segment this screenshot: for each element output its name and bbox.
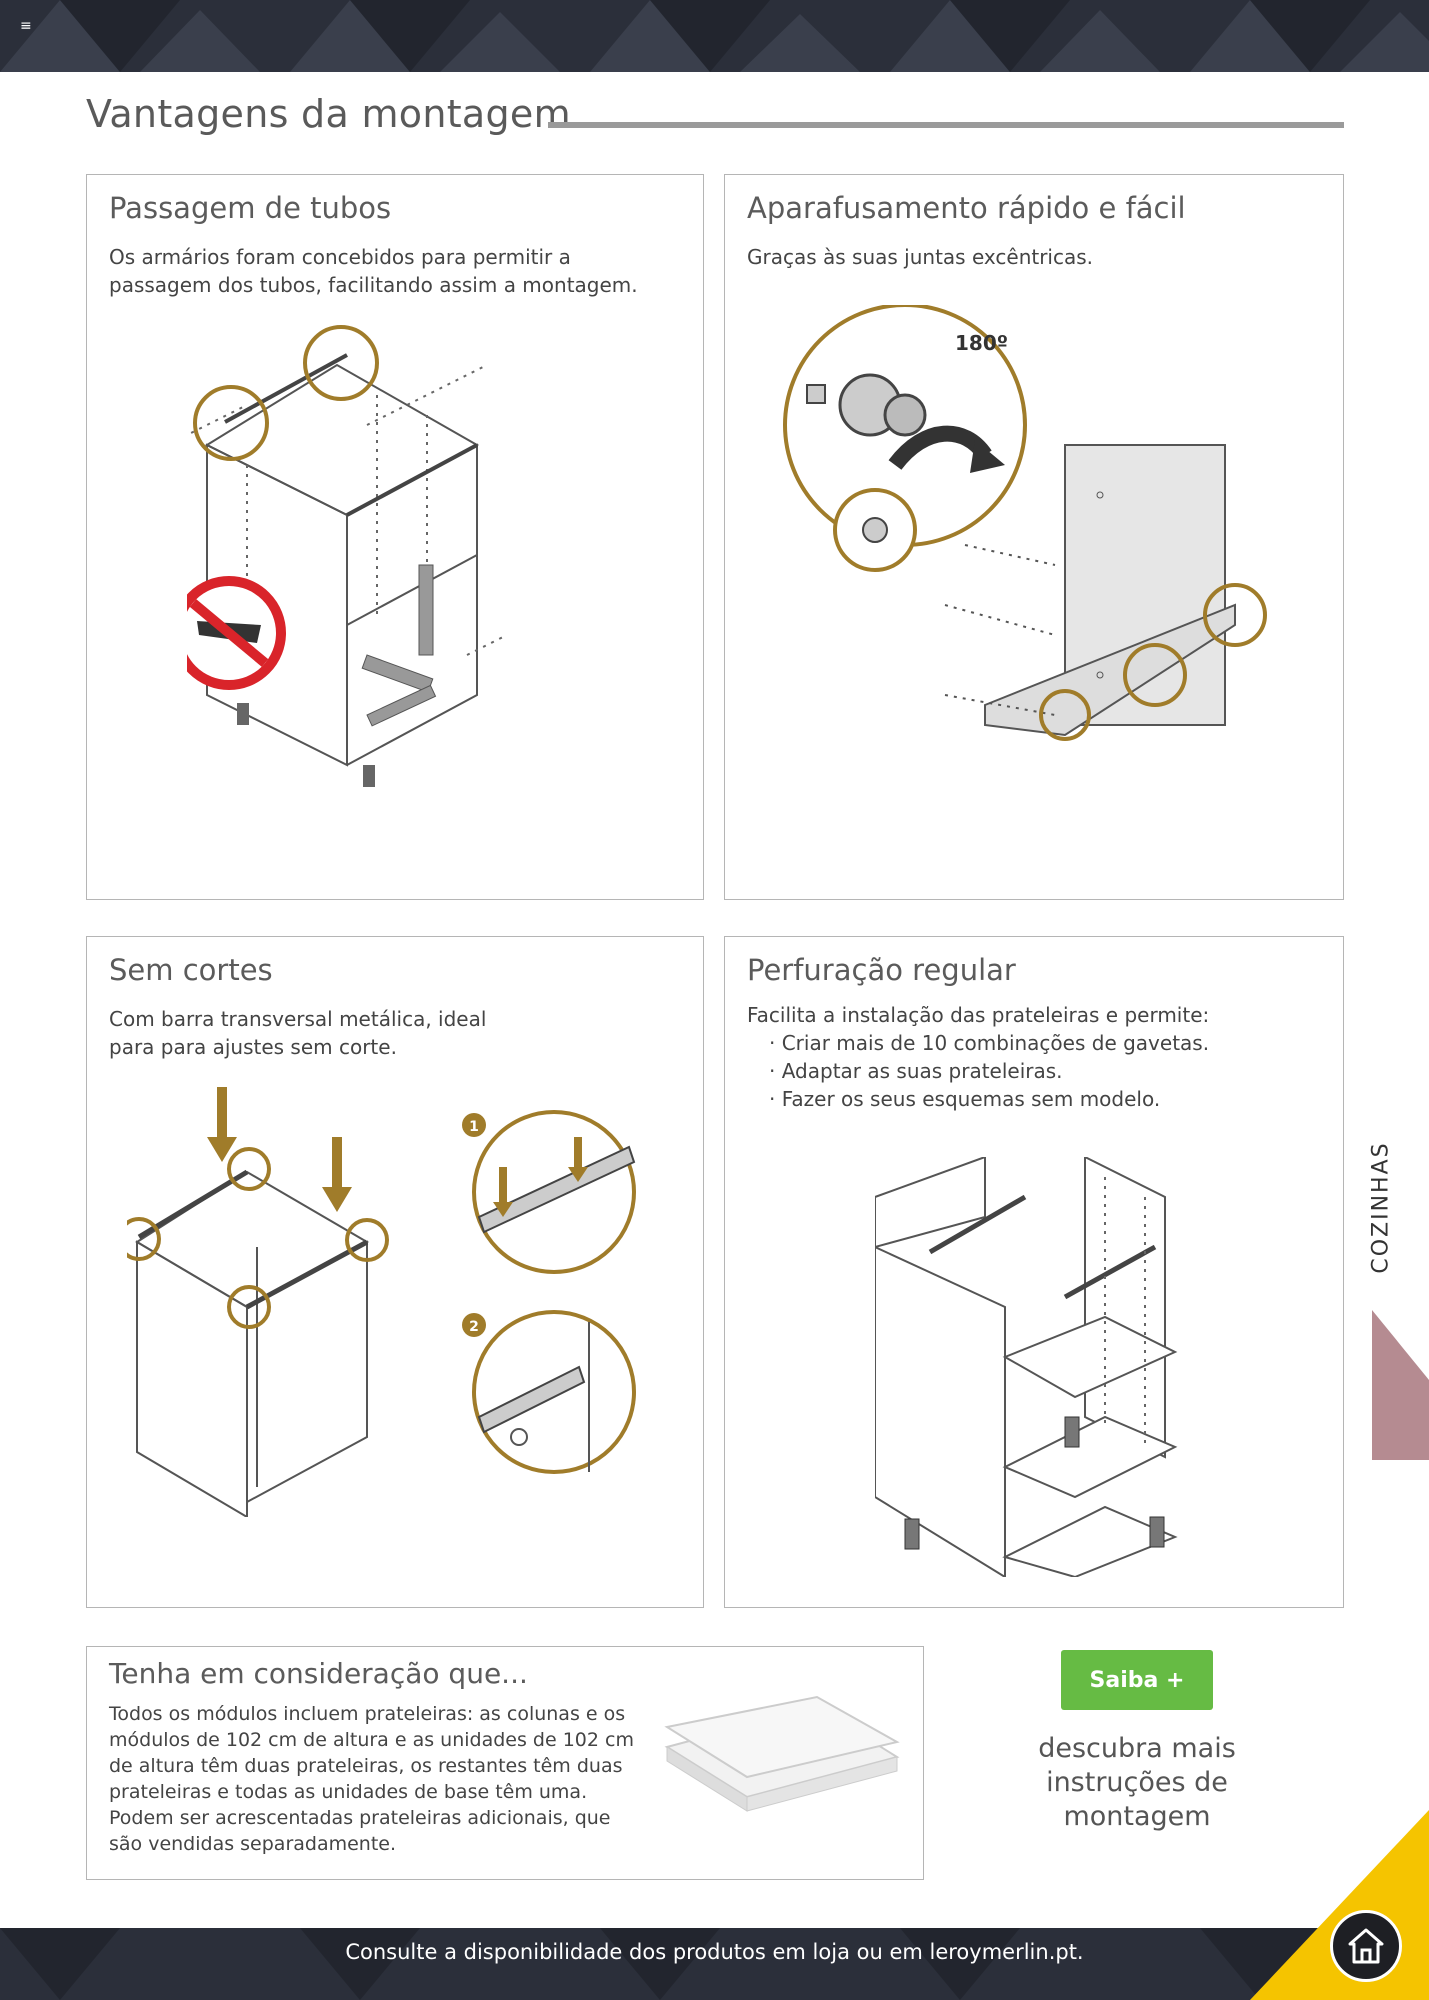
eccentric-joint-illustration: 180º xyxy=(783,305,1267,741)
panel-screwing: Aparafusamento rápido e fácil Graças às … xyxy=(724,174,1344,900)
saiba-mais-button[interactable]: Saiba + xyxy=(1061,1650,1213,1710)
panel-no-cuts-title: Sem cortes xyxy=(109,953,273,987)
list-item: Fazer os seus esquemas sem modelo. xyxy=(769,1085,1309,1113)
cabinet-crossbar-illustration xyxy=(127,1087,389,1517)
panel-consider-text: Todos os módulos incluem prateleiras: as… xyxy=(109,1703,634,1855)
panel-screwing-title: Aparafusamento rápido e fácil xyxy=(747,191,1186,225)
panel-no-cuts-text: Com barra transversal metálica, ideal pa… xyxy=(109,1007,487,1059)
panel-pipes-text: Os armários foram concebidos para permit… xyxy=(109,245,638,297)
panel-pipes: Passagem de tubos Os armários foram conc… xyxy=(86,174,704,900)
cabinet-shelves-illustration xyxy=(875,1157,1178,1577)
panel-pipes-dashed-edge xyxy=(260,897,700,899)
panel-screwing-dashed-edge xyxy=(890,897,1340,899)
panel-no-cuts: Sem cortes Com barra transversal metálic… xyxy=(86,936,704,1608)
menu-icon[interactable]: ≡ xyxy=(20,18,32,34)
cabinet-pipes-illustration xyxy=(187,325,508,787)
panel-consider-title: Tenha em consideração que... xyxy=(109,1657,528,1690)
crossbar-detail-illustration: 1 2 xyxy=(462,1110,636,1474)
list-item: Adaptar as suas prateleiras. xyxy=(769,1057,1309,1085)
title-rule xyxy=(548,122,1344,128)
side-tab-cozinhas[interactable]: COZINHAS xyxy=(1356,1120,1406,1295)
header-pattern xyxy=(0,0,1429,72)
list-item: Criar mais de 10 combinações de gavetas. xyxy=(769,1029,1309,1057)
side-tab-label: COZINHAS xyxy=(1368,1141,1394,1274)
panel-drilling-list: Criar mais de 10 combinações de gavetas.… xyxy=(769,1029,1309,1113)
panel-drilling-intro: Facilita a instalação das prateleiras e … xyxy=(747,1003,1210,1027)
step-1-badge: 1 xyxy=(469,1119,479,1135)
discover-instructions-link[interactable]: descubra mais instruções de montagem xyxy=(1038,1733,1236,1832)
footer-pattern xyxy=(0,1928,1320,2000)
footer-text: Consulte a disponibilidade dos produtos … xyxy=(345,1940,1084,1964)
header-band: ≡ xyxy=(0,0,1429,72)
side-tab-wedge xyxy=(1372,1310,1429,1460)
corner-accent xyxy=(1250,1810,1429,2000)
panel-drilling-title: Perfuração regular xyxy=(747,953,1016,987)
home-icon xyxy=(1348,1928,1384,1964)
panel-pipes-title: Passagem de tubos xyxy=(109,191,392,225)
footer-band xyxy=(0,1928,1429,2000)
shelves-illustration xyxy=(664,1695,900,1812)
panel-drilling: Perfuração regular Facilita a instalação… xyxy=(724,936,1344,1608)
rotation-label: 180º xyxy=(955,331,1008,355)
page-title: Vantagens da montagem xyxy=(86,92,571,136)
home-button[interactable] xyxy=(1330,1910,1402,1982)
step-2-badge: 2 xyxy=(469,1319,479,1335)
panel-screwing-text: Graças às suas juntas excêntricas. xyxy=(747,245,1094,269)
panel-consider: Tenha em consideração que... Todos os mó… xyxy=(86,1646,924,1880)
